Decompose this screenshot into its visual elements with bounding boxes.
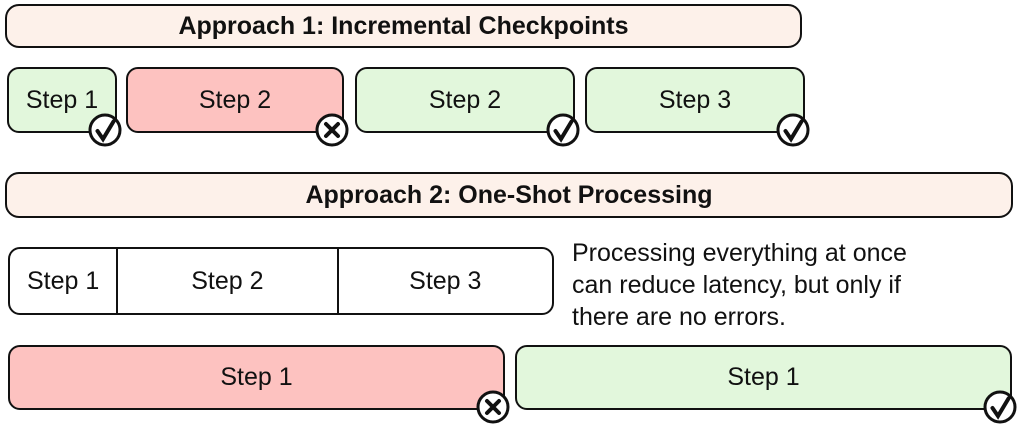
approach1-title: Approach 1: Incremental Checkpoints [178,11,629,40]
check-icon [546,113,580,147]
a1-step3-label: Step 3 [658,85,732,114]
a2-caption-line2: can reduce latency, but only if [572,271,901,299]
a2-pipeline-step2-label: Step 2 [191,266,264,295]
check-icon [776,113,810,147]
a2-caption: Processing everything at once can reduce… [572,237,1022,333]
approach1-banner: Approach 1: Incremental Checkpoints [5,4,802,48]
a2-pipeline-step3-label: Step 3 [409,266,482,295]
a1-step1-box: Step 1 [7,67,122,147]
a2-attempt-failed-box: Step 1 [8,345,510,424]
a1-step1-label: Step 1 [25,85,99,114]
a2-caption-line3: there are no errors. [572,303,786,331]
a1-step2-failed-label: Step 2 [198,85,272,114]
a1-step2-failed-box: Step 2 [126,67,349,147]
a2-attempt-success-box: Step 1 [515,345,1017,424]
x-icon [476,390,510,424]
approach2-banner: Approach 2: One-Shot Processing [5,172,1013,218]
a2-pipeline-step3: Step 3 [336,249,552,313]
x-icon [315,113,349,147]
check-icon [983,390,1017,424]
a2-pipeline-step1-label: Step 1 [26,266,100,295]
approach2-title: Approach 2: One-Shot Processing [305,180,713,209]
a2-caption-line1: Processing everything at once [572,239,907,267]
check-icon [88,113,122,147]
a1-step3-box: Step 3 [585,67,810,147]
a2-attempt-success-label: Step 1 [727,363,800,391]
a1-step2-retry-label: Step 2 [428,85,502,114]
a2-attempt-failed-label: Step 1 [220,363,293,391]
a2-pipeline-step1: Step 1 [10,249,116,313]
a1-step2-retry-box: Step 2 [355,67,580,147]
a2-pipeline-box: Step 1 Step 2 Step 3 [8,247,554,315]
a2-pipeline-step2: Step 2 [116,249,336,313]
